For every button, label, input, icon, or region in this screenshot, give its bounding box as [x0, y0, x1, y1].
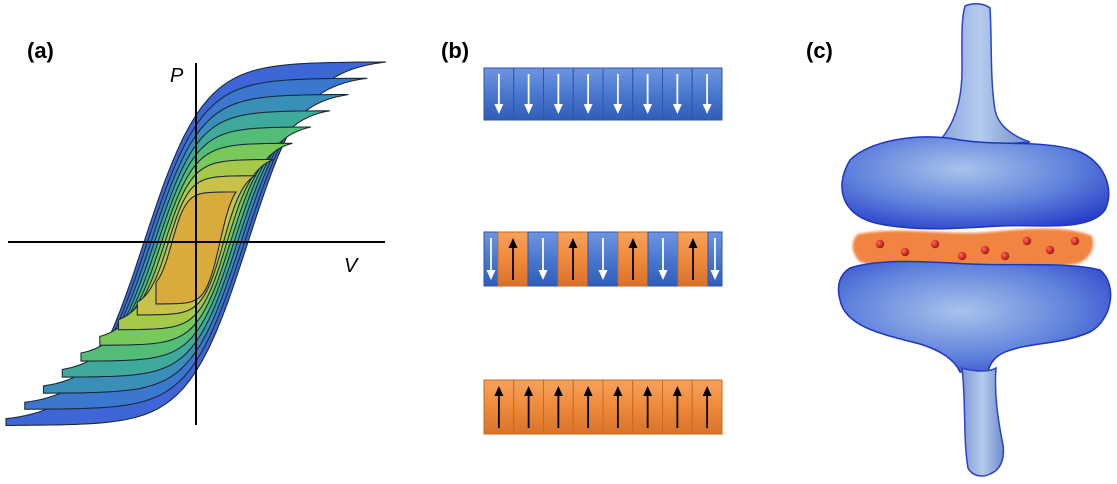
arrowhead	[553, 104, 563, 114]
panel-label-c: (c)	[806, 38, 833, 63]
vesicle	[1000, 251, 1010, 261]
vesicle	[1070, 236, 1080, 246]
postsynaptic-dendrite	[961, 366, 1005, 477]
synaptic-cleft	[852, 228, 1094, 269]
arrowhead	[643, 104, 653, 114]
x-axis-label: V	[344, 255, 359, 277]
panel-label-a: (a)	[27, 38, 54, 63]
domain-strip-mixed	[483, 231, 723, 287]
vesicle	[930, 239, 940, 249]
arrowhead	[688, 238, 698, 248]
presynaptic-axon	[927, 3, 1031, 151]
arrowhead	[598, 270, 608, 280]
vesicle	[1045, 245, 1055, 255]
arrowhead	[672, 386, 682, 396]
arrowhead	[494, 386, 504, 396]
arrowhead	[628, 238, 638, 248]
postsynaptic-terminal	[837, 260, 1112, 373]
arrowhead	[524, 386, 534, 396]
vesicle	[875, 239, 885, 249]
vesicle	[980, 245, 990, 255]
arrowhead	[672, 104, 682, 114]
arrowhead	[613, 104, 623, 114]
vesicle	[957, 251, 967, 261]
synapse-illustration	[837, 3, 1112, 477]
arrowhead	[568, 238, 578, 248]
arrowhead	[486, 270, 496, 280]
domain-strip-all-up	[483, 379, 723, 435]
arrowhead	[710, 270, 720, 280]
arrowhead	[613, 386, 623, 396]
arrowhead	[658, 270, 668, 280]
panel-label-b: (b)	[441, 38, 470, 63]
vesicle	[900, 247, 910, 257]
y-axis-label: P	[170, 65, 184, 87]
arrowhead	[524, 104, 534, 114]
arrowhead	[643, 386, 653, 396]
arrowhead	[702, 104, 712, 114]
arrowhead	[702, 386, 712, 396]
arrowhead	[538, 270, 548, 280]
vesicle	[1022, 236, 1032, 246]
presynaptic-terminal	[841, 136, 1110, 230]
arrowhead	[494, 104, 504, 114]
arrowhead	[583, 104, 593, 114]
arrowhead	[553, 386, 563, 396]
arrowhead	[583, 386, 593, 396]
vesicles	[875, 236, 1080, 261]
arrowhead	[508, 238, 518, 248]
domain-strip-all-down	[483, 67, 723, 121]
